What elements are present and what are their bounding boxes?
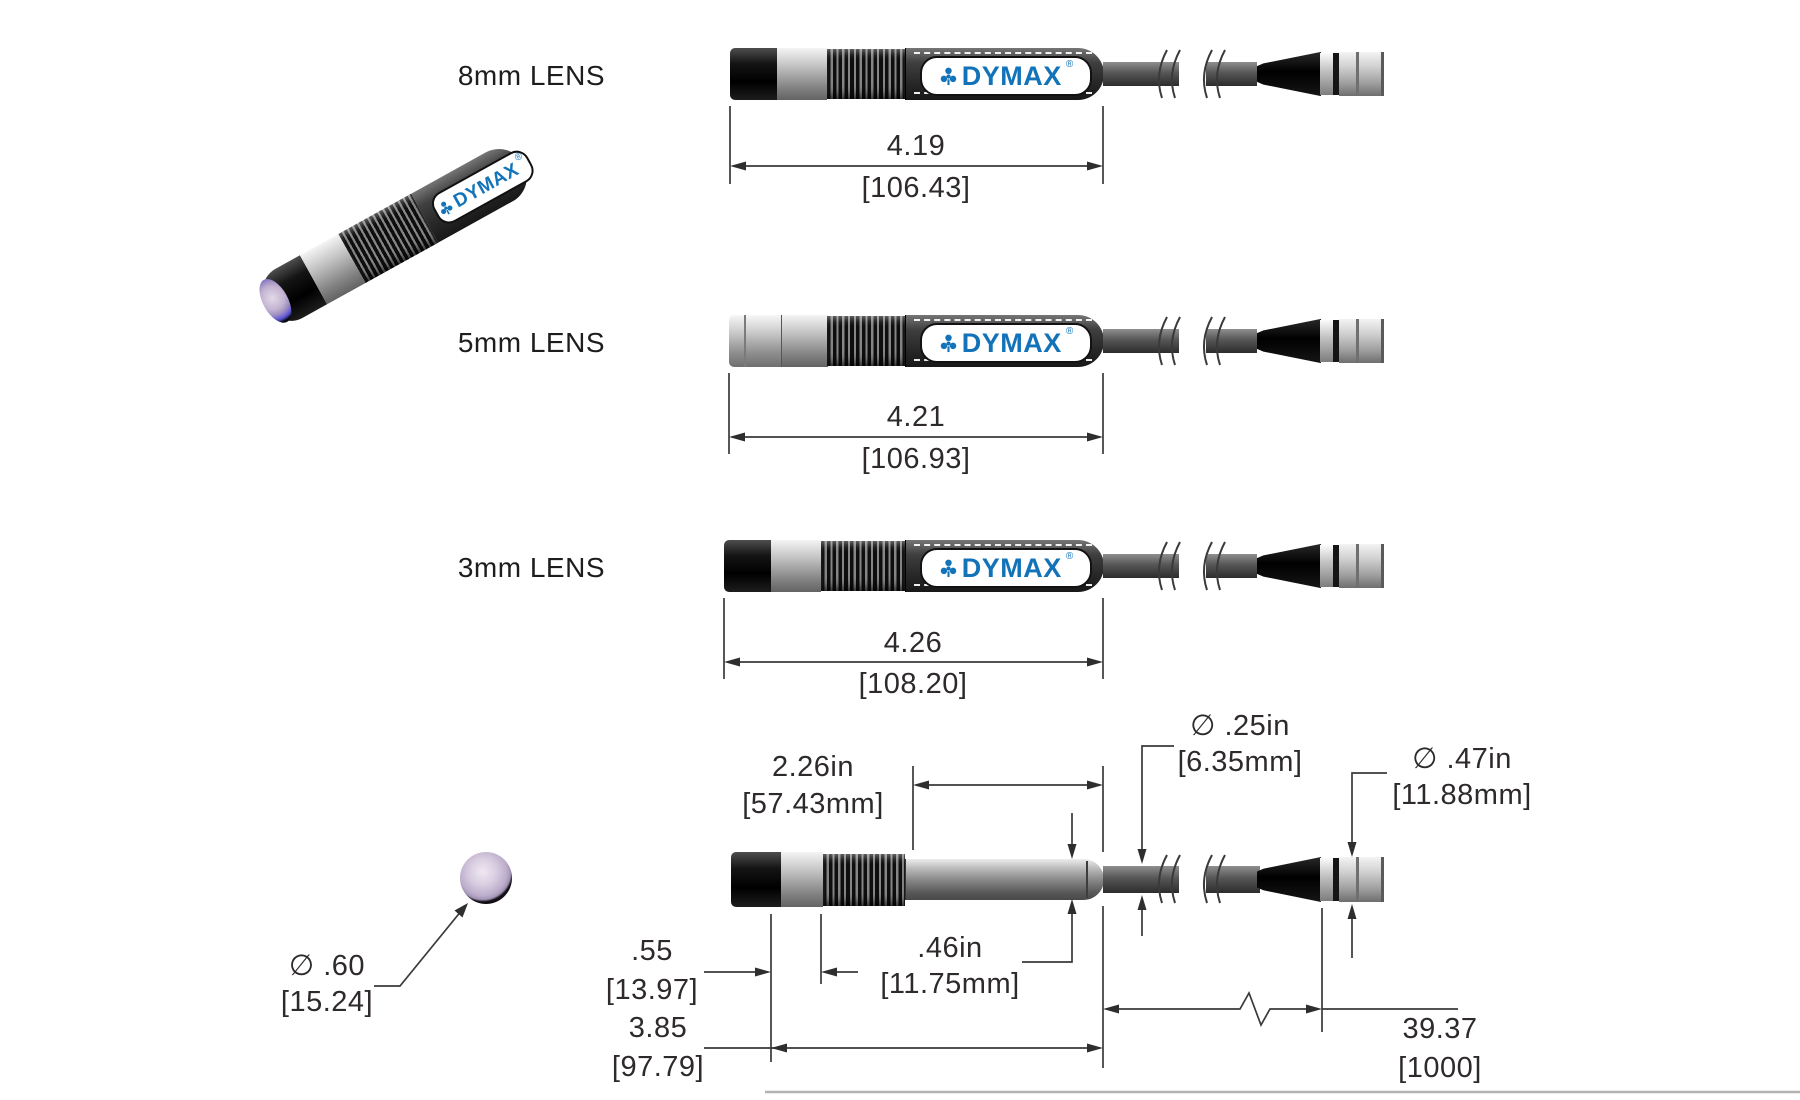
dim-5mm-inches: 4.21 [886, 401, 946, 433]
dim-3mm-mm: [108.20] [858, 668, 968, 700]
connector-seam [1356, 544, 1359, 588]
registered-mark: ® [1065, 551, 1074, 562]
dim-5mm-mm: [106.93] [861, 443, 971, 475]
wand-body-detail [905, 859, 1104, 900]
lens-tip-5mm [729, 315, 781, 367]
connector-seam [1356, 857, 1359, 902]
connector-ring-dark [1333, 320, 1339, 362]
brand-text: DYMAX [961, 552, 1062, 583]
connector-ring-dark [1333, 545, 1339, 587]
dim-connector-dia-mm: [11.88mm] [1392, 779, 1532, 811]
dim-cable-length-mm: [1000] [1398, 1052, 1482, 1084]
dim-connector-dia-inches: ∅ .47in [1412, 743, 1512, 775]
row-label-8mm: 8mm LENS [457, 60, 605, 91]
dymax-label-3d: DYMAX ® [427, 146, 539, 229]
connector-ring [1320, 858, 1333, 901]
wand-3d-view: DYMAX ® [252, 138, 539, 330]
ribbed-grip-5mm [827, 316, 905, 366]
dymax-label-5mm: DYMAX ® [920, 323, 1092, 363]
wand-body-3d: DYMAX ® [410, 138, 539, 244]
brand-text: DYMAX [961, 327, 1062, 358]
connector-barrel-3mm [1339, 544, 1384, 588]
lens-tip-detail [731, 852, 781, 907]
dim-body-dia-mm: [11.75mm] [880, 968, 1020, 1000]
dymax-logo-icon [939, 66, 958, 87]
dim-3mm-inches: 4.26 [883, 627, 943, 659]
cable-break-gap [1179, 325, 1206, 357]
dymax-label-3mm: DYMAX ® [920, 548, 1092, 588]
connector-ring-dark [1333, 858, 1339, 901]
panel-seam-top [914, 52, 1092, 54]
connector-seam [1356, 52, 1359, 96]
row-label-5mm: 5mm LENS [457, 327, 605, 358]
dim-body-length-mm: [57.43mm] [742, 788, 884, 820]
dim-cable-dia-mm: [6.35mm] [1177, 746, 1303, 778]
registered-mark: ® [1065, 59, 1074, 70]
dim-lens-dia-mm: [15.24] [280, 986, 374, 1018]
ribbed-grip-3mm [821, 541, 905, 591]
dim-overall-length-inches: 3.85 [628, 1012, 688, 1044]
body-cap-seam [1086, 861, 1088, 898]
dymax-label-8mm: DYMAX ® [920, 56, 1092, 96]
dim-cable-length-inches: 39.37 [1402, 1013, 1478, 1045]
focus-collar-5mm [781, 315, 828, 367]
lens-face-detail [460, 852, 512, 904]
connector-seam [1356, 319, 1359, 363]
ribbed-grip-detail [823, 854, 905, 906]
cable-break-gap [1179, 58, 1206, 90]
dim-overall-length-mm: [97.79] [611, 1051, 705, 1083]
dymax-logo-icon [435, 197, 456, 219]
connector-barrel-5mm [1339, 319, 1384, 363]
focus-collar-8mm [777, 48, 827, 100]
connector-barrel-detail [1339, 857, 1384, 902]
lens-tip-3mm [724, 540, 771, 592]
dim-body-dia-inches: .46in [917, 932, 983, 964]
dymax-logo-icon [939, 558, 958, 579]
dim-tip-length-inches: .55 [631, 935, 673, 967]
brand-text: DYMAX [961, 60, 1062, 91]
dim-8mm-inches: 4.19 [886, 130, 946, 162]
connector-barrel-8mm [1339, 52, 1384, 96]
tip-seam [744, 315, 746, 367]
dymax-logo-icon [939, 333, 958, 354]
cable-break-gap [1179, 550, 1206, 582]
ribbed-grip-8mm [827, 49, 905, 99]
connector-ring [1320, 320, 1333, 362]
cable-break-gap [1179, 862, 1206, 897]
connector-ring [1320, 545, 1333, 587]
dim-lens-dia-inches: ∅ .60 [288, 950, 366, 982]
connector-ring-dark [1333, 53, 1339, 95]
focus-collar-detail [781, 852, 823, 907]
focus-collar-3mm [771, 540, 821, 592]
dim-tip-length-mm: [13.97] [605, 974, 699, 1006]
lens-tip-8mm [730, 48, 777, 100]
panel-seam-top [914, 544, 1092, 546]
connector-ring [1320, 53, 1333, 95]
dim-8mm-mm: [106.43] [861, 172, 971, 204]
panel-seam-top [914, 319, 1092, 321]
row-label-3mm: 3mm LENS [457, 552, 605, 583]
dim-cable-dia-inches: ∅ .25in [1190, 710, 1290, 742]
dim-body-length-inches: 2.26in [771, 751, 855, 783]
registered-mark: ® [1065, 326, 1074, 337]
